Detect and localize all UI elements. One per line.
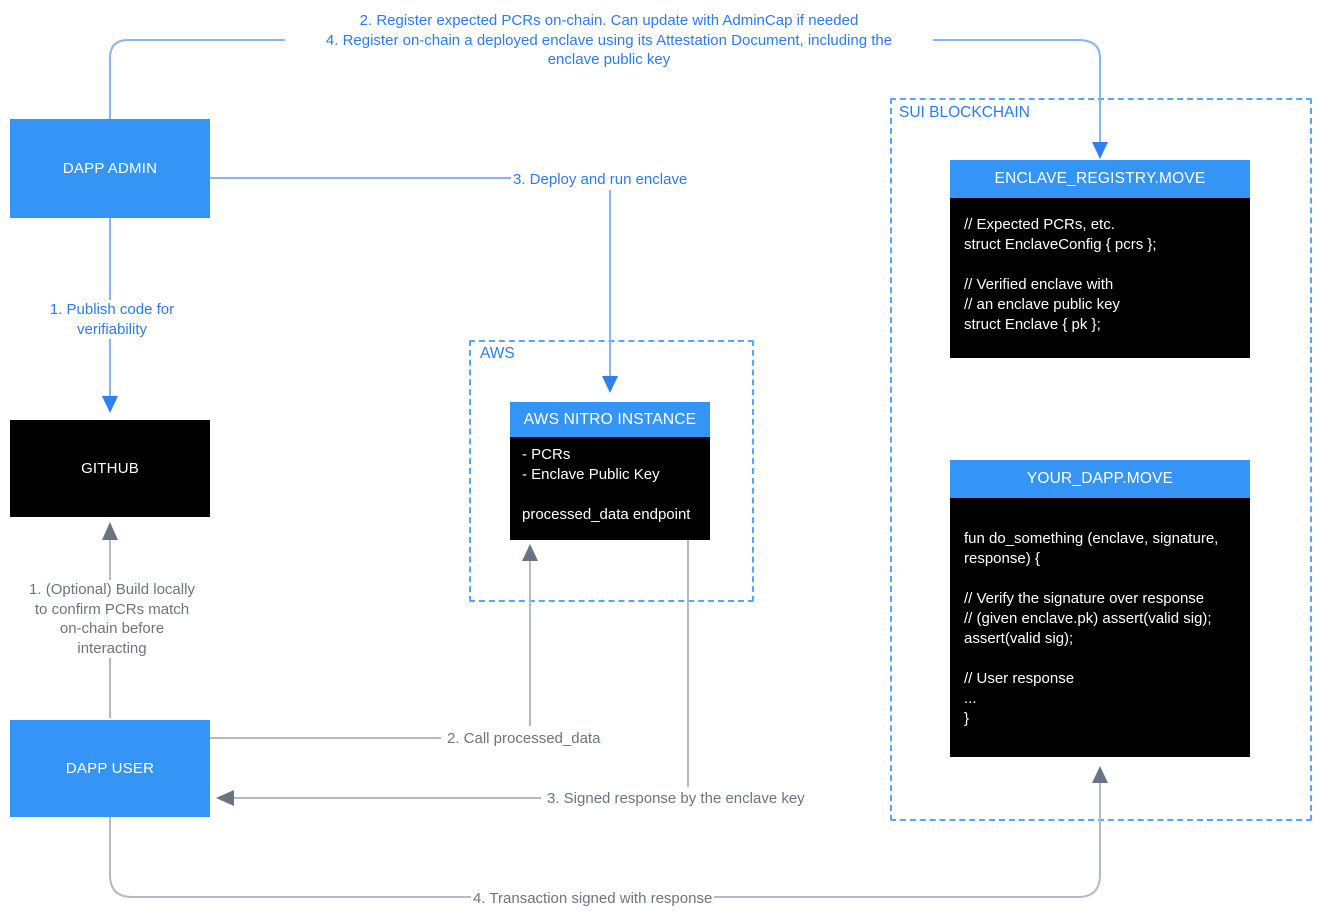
your-dapp-move-card: YOUR_DAPP.MOVE fun do_something (enclave… [950, 460, 1250, 757]
arrowhead-register-down [1092, 142, 1108, 159]
register-pcrs-annotation: 2. Register expected PCRs on-chain. Can … [285, 11, 933, 70]
code-line: struct EnclaveConfig { pcrs }; [964, 236, 1157, 253]
dapp-user-label: DAPP USER [65, 760, 155, 777]
code-line: // Verified enclave with [964, 276, 1114, 293]
code-line: assert(valid sig); [964, 630, 1074, 647]
arrowhead-publish-down [102, 396, 118, 413]
aws-nitro-instance-card: AWS NITRO INSTANCE - PCRs - Enclave Publ… [510, 402, 710, 540]
your-dapp-title: YOUR_DAPP.MOVE [950, 460, 1250, 498]
build-locally-annotation: 1. (Optional) Build locally to confirm P… [24, 580, 200, 658]
dapp-user-node: DAPP USER [10, 720, 210, 817]
nitro-line: - PCRs [522, 446, 571, 463]
code-line: // Verify the signature over response [964, 590, 1205, 607]
code-line: } [964, 710, 970, 727]
aws-nitro-instance-title: AWS NITRO INSTANCE [510, 402, 710, 437]
github-label: GITHUB [81, 460, 139, 477]
code-line: fun do_something (enclave, signature, [964, 530, 1219, 547]
code-line [964, 255, 1236, 275]
enclave-registry-body: // Expected PCRs, etc. struct EnclaveCon… [950, 198, 1250, 358]
code-line: ... [964, 690, 977, 707]
github-node: GITHUB [10, 420, 210, 517]
aws-zone-label: AWS [477, 345, 518, 363]
sui-blockchain-zone-label: SUI BLOCKCHAIN [896, 104, 1033, 122]
publish-code-annotation: 1. Publish code for verifiability [35, 300, 189, 339]
transaction-signed-annotation: 4. Transaction signed with response [471, 889, 715, 909]
code-line: struct Enclave { pk }; [964, 316, 1101, 333]
code-line: // User response [964, 670, 1075, 687]
dapp-admin-node: DAPP ADMIN [10, 119, 210, 218]
nitro-line: - Enclave Public Key [522, 466, 660, 483]
nitro-line [522, 485, 698, 505]
nitro-line: processed_data endpoint [522, 506, 691, 523]
dapp-admin-label: DAPP ADMIN [62, 160, 158, 177]
code-line [964, 649, 1236, 669]
arrowhead-deploy-down [602, 376, 618, 393]
arrowhead-signed-left [216, 790, 234, 806]
code-line: response) { [964, 550, 1040, 567]
enclave-registry-title: ENCLAVE_REGISTRY.MOVE [950, 160, 1250, 198]
call-processed-data-annotation: 2. Call processed_data [445, 729, 603, 749]
aws-zone-container [469, 340, 754, 602]
code-line: // an enclave public key [964, 296, 1120, 313]
signed-response-annotation: 3. Signed response by the enclave key [545, 789, 807, 809]
code-line: // (given enclave.pk) assert(valid sig); [964, 610, 1212, 627]
arrowhead-transaction-up [1092, 766, 1108, 783]
register-pcrs-annotation-line3: enclave public key [547, 51, 671, 68]
enclave-registry-move-card: ENCLAVE_REGISTRY.MOVE // Expected PCRs, … [950, 160, 1250, 358]
deploy-enclave-annotation: 3. Deploy and run enclave [511, 170, 690, 190]
your-dapp-body: fun do_something (enclave, signature, re… [950, 498, 1250, 757]
aws-nitro-instance-body: - PCRs - Enclave Public Key processed_da… [510, 437, 710, 540]
arrowhead-build-up [102, 522, 118, 540]
code-line [964, 569, 1236, 589]
register-pcrs-annotation-line1: 2. Register expected PCRs on-chain. Can … [359, 12, 859, 29]
register-pcrs-annotation-line2: 4. Register on-chain a deployed enclave … [325, 31, 893, 49]
code-line: // Expected PCRs, etc. [964, 216, 1115, 233]
arrowhead-call-up [522, 544, 538, 561]
